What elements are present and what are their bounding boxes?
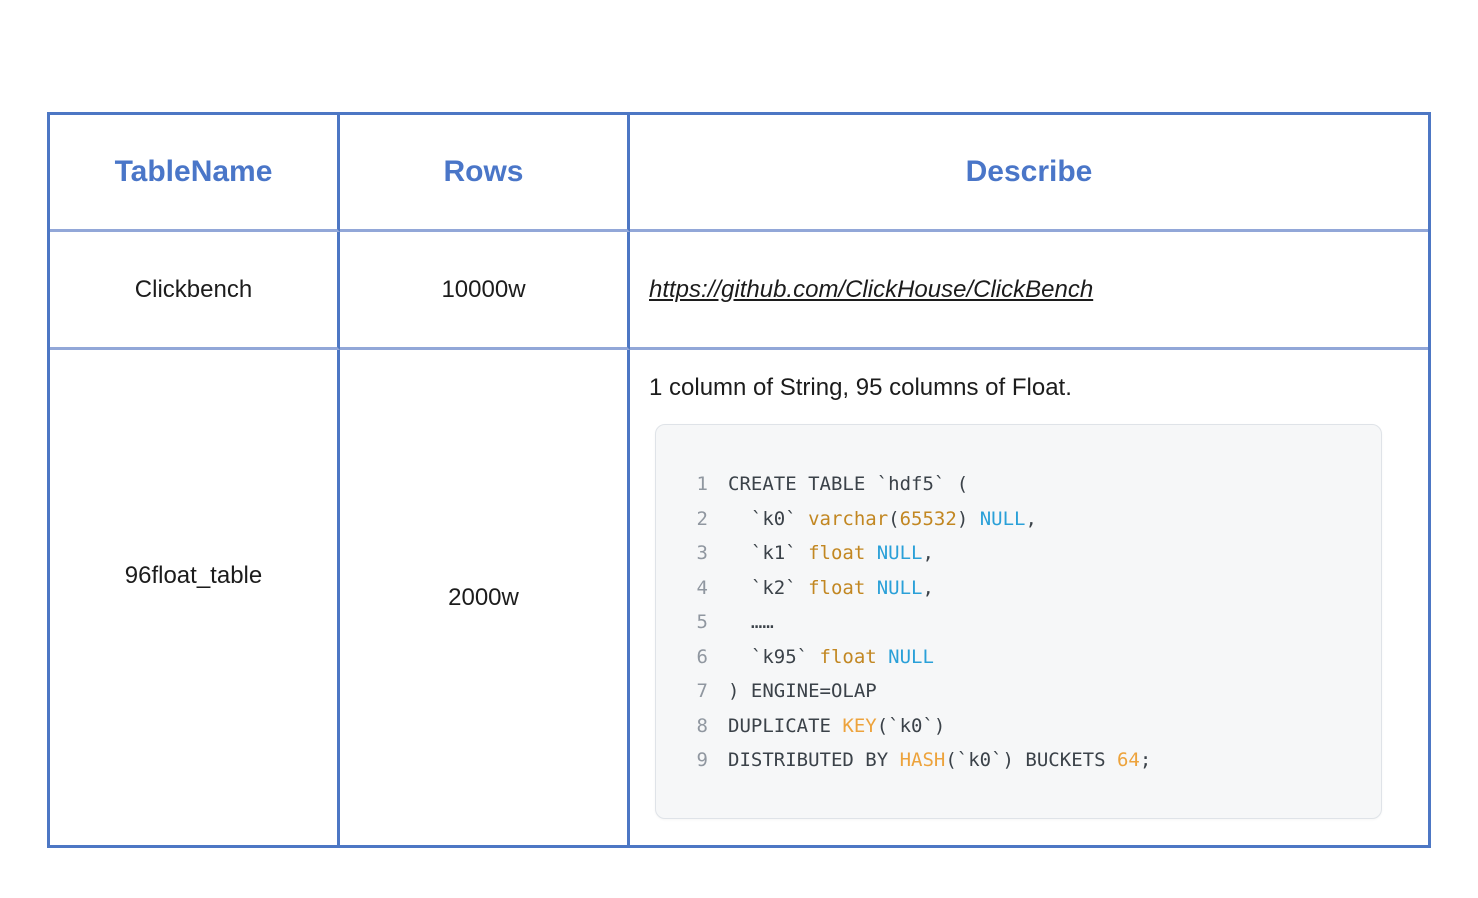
column-header-rows: Rows bbox=[340, 115, 630, 232]
describe-text: 1 column of String, 95 columns of Float. bbox=[649, 374, 1072, 401]
code-line-number: 1 bbox=[696, 473, 708, 495]
code-line-text: `k1` float NULL, bbox=[728, 542, 934, 564]
benchmark-table: TableName Rows Describe Clickbench 10000… bbox=[47, 112, 1431, 848]
code-block: 1 CREATE TABLE `hdf5` ( 2 `k0` varchar(655… bbox=[655, 424, 1382, 819]
code-line: 4 `k2` float NULL, bbox=[656, 571, 1361, 606]
column-header-tablename-label: TableName bbox=[114, 155, 273, 188]
code-line: 5 …… bbox=[656, 605, 1361, 640]
code-line-text: CREATE TABLE `hdf5` ( bbox=[728, 473, 969, 495]
code-line-text: DISTRIBUTED BY HASH(`k0`) BUCKETS 64; bbox=[728, 749, 1152, 771]
code-line: 6 `k95` float NULL bbox=[656, 640, 1361, 675]
code-line-number: 9 bbox=[696, 749, 708, 771]
code-line: 2 `k0` varchar(65532) NULL, bbox=[656, 502, 1361, 537]
rows-value: 10000w bbox=[441, 275, 526, 303]
code-line: 1 CREATE TABLE `hdf5` ( bbox=[656, 467, 1361, 502]
code-line: 3 `k1` float NULL, bbox=[656, 536, 1361, 571]
code-line-number: 6 bbox=[696, 645, 708, 668]
code-line: 7 ) ENGINE=OLAP bbox=[656, 674, 1361, 709]
column-header-rows-label: Rows bbox=[443, 155, 524, 188]
code-line-text: `k2` float NULL, bbox=[728, 576, 934, 599]
cell-describe-96float: 1 column of String, 95 columns of Float.… bbox=[630, 350, 1428, 845]
tablename-value: 96float_table bbox=[124, 561, 263, 589]
code-line-number: 4 bbox=[696, 576, 708, 599]
clickbench-github-link[interactable]: https://github.com/ClickHouse/ClickBench bbox=[649, 275, 1094, 303]
code-line-text: ) ENGINE=OLAP bbox=[728, 680, 877, 702]
code-line-number: 7 bbox=[696, 680, 708, 702]
cell-rows-clickbench: 10000w bbox=[340, 232, 630, 350]
code-line: 9 DISTRIBUTED BY HASH(`k0`) BUCKETS 64; bbox=[656, 743, 1361, 778]
cell-rows-96float: 2000w bbox=[340, 350, 630, 845]
column-header-tablename: TableName bbox=[50, 115, 340, 232]
code-line-text: `k0` varchar(65532) NULL, bbox=[728, 507, 1037, 530]
code-line-number: 8 bbox=[696, 714, 708, 737]
code-line-text: DUPLICATE KEY(`k0`) bbox=[728, 714, 946, 737]
code-line: 8 DUPLICATE KEY(`k0`) bbox=[656, 709, 1361, 744]
cell-tablename-96float: 96float_table bbox=[50, 350, 340, 845]
column-header-describe-label: Describe bbox=[965, 155, 1093, 188]
rows-value: 2000w bbox=[448, 583, 519, 611]
cell-tablename-clickbench: Clickbench bbox=[50, 232, 340, 350]
code-line-text: `k95` float NULL bbox=[728, 645, 934, 668]
code-line-number: 5 bbox=[696, 611, 708, 633]
column-header-describe: Describe bbox=[630, 115, 1428, 232]
code-line-number: 2 bbox=[696, 507, 708, 530]
cell-describe-clickbench: https://github.com/ClickHouse/ClickBench bbox=[630, 232, 1428, 350]
code-line-number: 3 bbox=[696, 542, 708, 564]
tablename-value: Clickbench bbox=[134, 275, 253, 303]
code-line-text: …… bbox=[728, 611, 774, 633]
